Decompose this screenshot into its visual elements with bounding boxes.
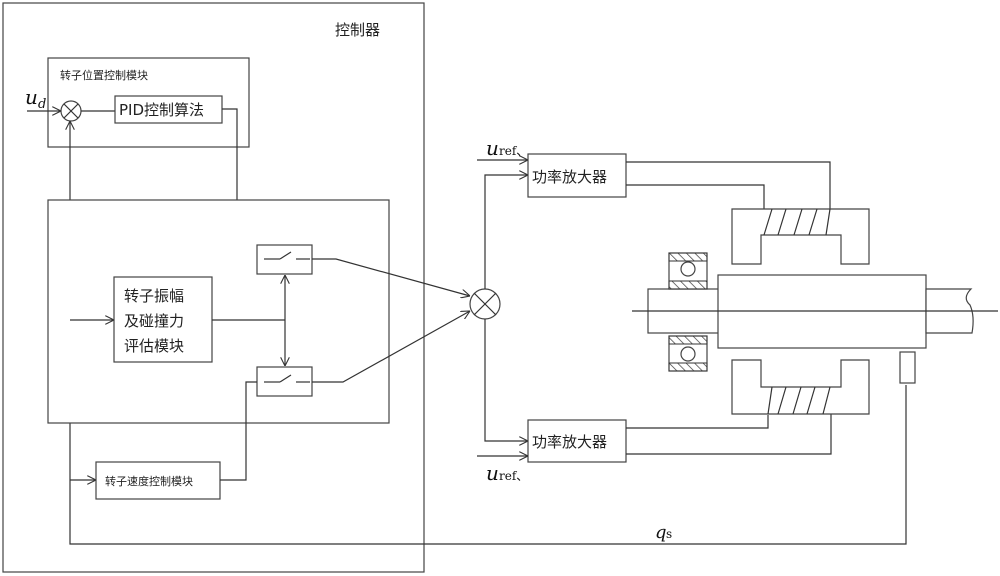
controller-title: 控制器 (335, 21, 380, 39)
eval-line-2: 及碰撞力 (124, 312, 184, 330)
speed-to-switch-line (220, 381, 257, 481)
switch-upper (256, 244, 313, 275)
to-upper-amp-line (484, 175, 528, 289)
upper-coil-wire-a (626, 161, 831, 224)
switch-upper-output (312, 258, 470, 296)
speed-module-label: 转子速度控制模块 (105, 474, 193, 488)
amp-lower-label: 功率放大器 (532, 433, 607, 451)
summing-junction-output (469, 288, 501, 320)
switch-lower (256, 366, 313, 397)
uref-lower-symbol: u (486, 461, 499, 485)
uref-upper-symbol: u (486, 136, 499, 160)
ud-symbol: u (25, 85, 38, 109)
upper-electromagnet (731, 208, 870, 265)
eval-line-1: 转子振幅 (124, 287, 184, 305)
pid-label: PID控制算法 (119, 101, 204, 119)
displacement-sensor (899, 351, 916, 384)
to-lower-amp-line (484, 319, 528, 441)
position-module-title: 转子位置控制模块 (60, 68, 148, 82)
power-amplifier-upper (527, 153, 627, 198)
upper-coil-wire-b (626, 184, 765, 210)
evaluation-outer-box (47, 199, 390, 424)
lower-electromagnet (731, 359, 870, 415)
speed-control-module (95, 461, 221, 500)
power-amplifier-lower (527, 419, 627, 463)
evaluation-module (113, 276, 213, 363)
lower-coil-wire-b (626, 413, 832, 455)
ud-subscript: d (38, 97, 46, 112)
summing-junction-position (60, 100, 82, 122)
switch-lower-output (312, 311, 470, 383)
qs-symbol: q (655, 522, 667, 543)
eval-line-3: 评估模块 (124, 337, 184, 355)
lower-coil-wire-a (626, 415, 769, 429)
uref-lower-subscript: ref、 (499, 469, 528, 483)
bearing-upper (668, 252, 708, 290)
amp-upper-label: 功率放大器 (532, 168, 607, 186)
pid-block (114, 95, 223, 124)
qs-subscript: s (666, 527, 672, 541)
bearing-lower (668, 335, 708, 372)
uref-upper-subscript: ref、 (499, 144, 528, 158)
rotor-shaft (632, 274, 998, 349)
